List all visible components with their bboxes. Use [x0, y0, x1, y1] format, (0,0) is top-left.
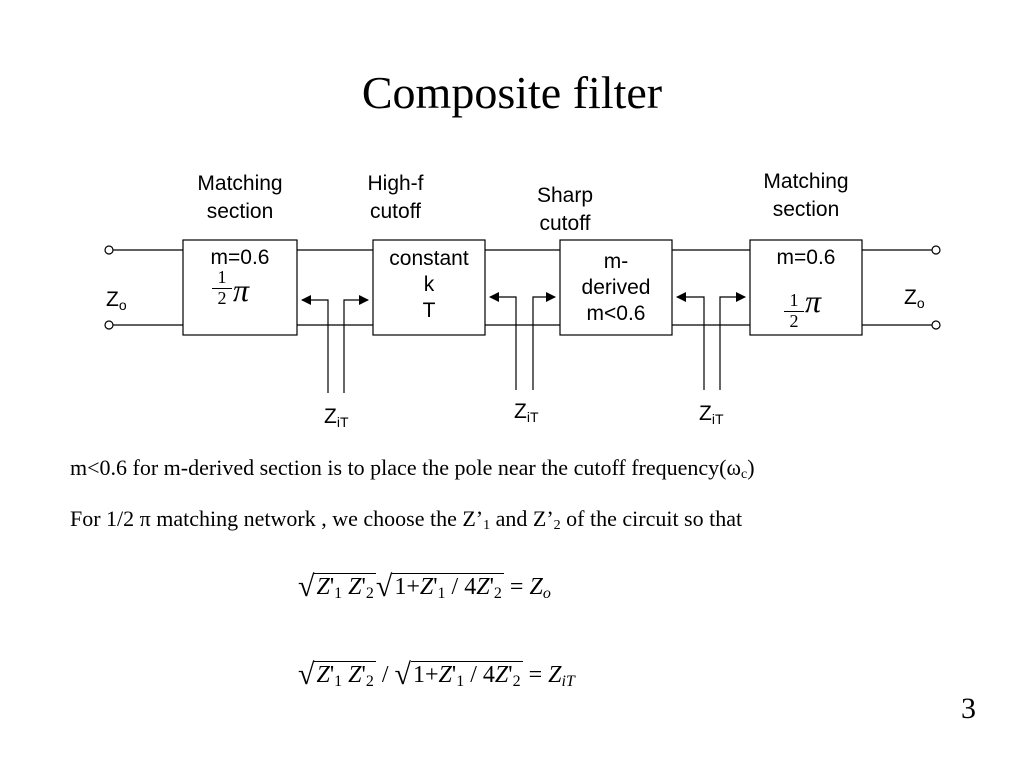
equation-2-rhs-subscript: iT — [561, 673, 575, 690]
box4-fraction-denominator: 2 — [784, 311, 804, 330]
zit-arrow-left-2 — [489, 292, 517, 390]
z-o-left: Zo — [106, 288, 127, 313]
page-number: 3 — [961, 692, 976, 725]
zit-arrow-right-2 — [532, 292, 556, 390]
matching-section-left-box — [182, 239, 298, 336]
m-derived-box — [559, 239, 673, 336]
zit-arrow-right-1 — [343, 295, 369, 393]
z-it-1: ZiT — [324, 405, 349, 430]
terminal-left-top — [104, 245, 114, 255]
box4-fraction-numerator: 1 — [789, 290, 799, 310]
label-sharp-cutoff: Sharp cutoff — [536, 184, 594, 235]
box4-m-value: m=0.6 — [776, 246, 836, 269]
constant-k-box — [372, 239, 486, 336]
z-it-2: ZiT — [514, 400, 539, 425]
box2-constant-k-text: constant k T — [389, 247, 469, 322]
box4-fraction: 1 2 — [784, 291, 804, 330]
zit-arrow-right-3 — [719, 292, 746, 390]
page-title: Composite filter — [361, 67, 663, 118]
terminal-right-bottom — [931, 320, 941, 330]
box1-fraction: 1 2 — [212, 268, 232, 307]
zit-arrow-left-3 — [676, 292, 705, 390]
label-matching-section-left: Matching section — [197, 172, 283, 223]
label-matching-section-right: Matching section — [763, 170, 849, 221]
terminal-left-bottom — [104, 320, 114, 330]
box1-fraction-numerator: 1 — [217, 267, 227, 287]
box1-pi-symbol: π — [233, 272, 250, 308]
box3-m-derived-text: m- derived m<0.6 — [581, 250, 651, 325]
box1-fraction-denominator: 2 — [212, 288, 232, 307]
label-high-f-cutoff: High-f cutoff — [367, 172, 424, 223]
terminal-right-top — [931, 245, 941, 255]
equation-1-rhs-subscript: o — [542, 585, 551, 602]
zit-arrow-left-1 — [301, 295, 329, 393]
equation-1: √Z'1 Z'2√1+Z'1 / 4Z'2 = Zo — [298, 570, 551, 603]
equation-2: √Z'1 Z'2 / √1+Z'1 / 4Z'2 = ZiT — [298, 658, 575, 691]
z-it-3: ZiT — [699, 402, 724, 427]
z-o-right: Zo — [904, 286, 925, 311]
matching-section-right-box — [749, 239, 863, 336]
explanation-line-1: m<0.6 for m-derived section is to place … — [70, 455, 755, 482]
box1-m-value: m=0.6 — [210, 246, 270, 269]
explanation-line-2: For 1/2 π matching network , we choose t… — [70, 506, 743, 533]
box4-pi-symbol: π — [805, 283, 822, 319]
